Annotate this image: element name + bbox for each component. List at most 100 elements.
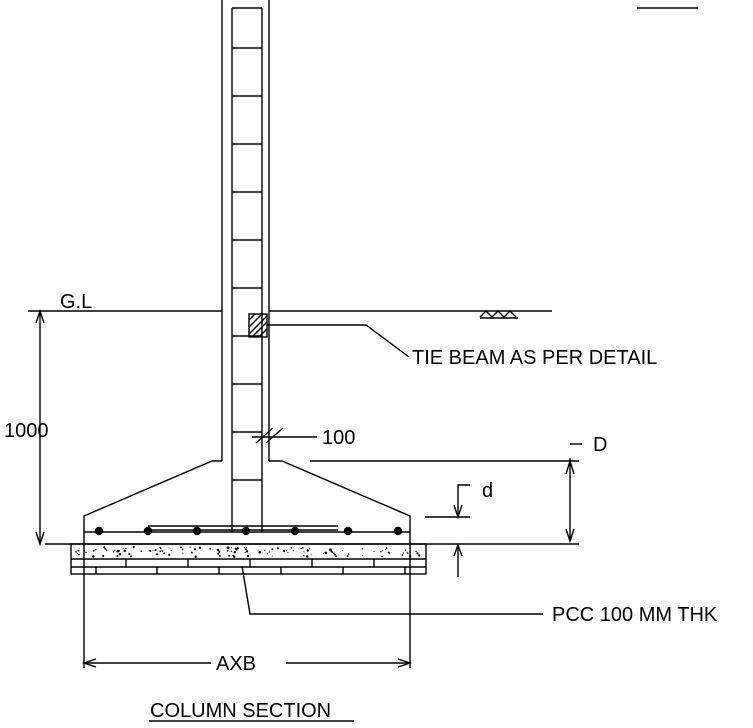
pcc-speck <box>209 547 212 550</box>
pcc-speck <box>77 549 80 552</box>
pcc-speck <box>112 550 115 553</box>
pcc-speck <box>118 553 122 556</box>
column-ties <box>232 47 262 481</box>
pcc-speck <box>346 555 349 558</box>
earth-hatch-symbol <box>479 310 517 318</box>
pcc-speck <box>292 549 295 552</box>
pcc-speck <box>301 546 304 549</box>
pcc-speck <box>406 551 408 553</box>
pcc-speck <box>181 548 184 551</box>
pcc-speck <box>114 549 116 551</box>
pcc-speck <box>322 552 325 555</box>
pcc-speck <box>157 553 159 556</box>
pcc-speck <box>218 550 221 554</box>
pcc-speck <box>94 548 97 551</box>
pcc-speck <box>105 548 107 550</box>
pcc-speck <box>381 555 383 558</box>
height-dimension-label: 1000 <box>4 420 49 442</box>
pcc-speck <box>124 547 127 550</box>
pcc-speck <box>361 554 364 557</box>
pcc-speck <box>226 546 230 550</box>
pcc-label: PCC 100 MM THK <box>552 604 718 626</box>
width-dimension <box>81 532 413 668</box>
pcc-speck <box>388 552 391 554</box>
pcc-speck <box>92 549 95 552</box>
pcc-speck <box>373 550 375 552</box>
pcc-speck <box>310 553 312 555</box>
pcc-speck <box>182 552 184 554</box>
pcc-speck <box>324 551 328 555</box>
pcc-speck <box>303 555 305 557</box>
pcc-speck <box>218 554 221 557</box>
pcc-speck <box>159 547 162 549</box>
depth-dimension-D <box>310 443 582 544</box>
pcc-speck <box>244 548 247 551</box>
pcc-speck <box>230 547 232 549</box>
pcc-speck <box>303 551 305 553</box>
pcc-speck <box>75 551 77 553</box>
pcc-speck <box>385 547 388 549</box>
column <box>221 0 270 532</box>
rebar-dot <box>241 526 251 536</box>
pcc-speck <box>232 555 236 558</box>
pcc-speck <box>285 550 288 552</box>
pcc-speck <box>243 546 246 549</box>
section-title: COLUMN SECTION <box>150 700 331 722</box>
pcc-speck <box>116 554 119 558</box>
pcc-speck <box>282 549 286 553</box>
pcc-speck <box>235 548 238 551</box>
pcc-speck <box>170 549 173 552</box>
pcc-speck <box>257 549 259 551</box>
pcc-speck <box>102 555 105 557</box>
pcc-speck <box>308 548 311 550</box>
pcc-speck <box>152 550 154 552</box>
pcc-speck <box>154 548 157 552</box>
pcc-speck <box>76 552 78 554</box>
pcc-speck <box>189 546 191 548</box>
pcc-speck <box>233 550 236 554</box>
pcc-speck <box>361 548 364 550</box>
pcc-speck <box>334 553 336 556</box>
pcc-speck <box>341 549 344 552</box>
rebar-dot <box>393 526 403 536</box>
pcc-speck <box>287 551 289 553</box>
pcc-speck <box>415 550 417 553</box>
pcc-speck <box>381 549 384 552</box>
pcc-speck <box>159 550 162 553</box>
pcc-speck <box>402 552 405 554</box>
pcc-speck <box>401 554 404 556</box>
pcc-speck <box>300 547 302 550</box>
pcc-speck <box>332 552 335 555</box>
pcc-leader <box>241 565 543 615</box>
pcc-speck <box>92 555 95 558</box>
pcc-speck <box>168 553 171 556</box>
pcc-speck <box>78 553 80 556</box>
pcc-texture <box>75 545 421 558</box>
pcc-speck <box>272 555 274 557</box>
pcc-speck <box>217 548 220 552</box>
height-dimension <box>35 308 45 547</box>
cover-dimension <box>252 427 317 444</box>
rebar-dot <box>343 526 353 536</box>
pcc-speck <box>271 548 274 551</box>
pcc-speck <box>380 551 382 553</box>
footing-size-label: AXB <box>216 653 256 675</box>
pcc-speck <box>306 549 309 552</box>
pcc-speck <box>226 549 229 552</box>
pcc-speck <box>132 545 135 549</box>
pcc-speck <box>198 546 202 549</box>
pcc-speck <box>161 550 164 552</box>
tie-beam-label: TIE BEAM AS PER DETAIL <box>412 347 657 369</box>
pcc-speck <box>85 551 87 554</box>
pcc-speck <box>149 549 152 552</box>
pcc-speck <box>266 552 269 555</box>
pcc-speck <box>140 550 143 553</box>
pcc-speck <box>306 555 309 558</box>
pcc-speck <box>384 549 386 551</box>
pcc-speck <box>122 548 124 550</box>
pcc-speck <box>130 555 132 558</box>
pcc-speck <box>155 553 158 556</box>
pcc-speck <box>128 553 131 556</box>
pcc-speck <box>190 551 193 554</box>
pcc-speck <box>407 552 409 554</box>
